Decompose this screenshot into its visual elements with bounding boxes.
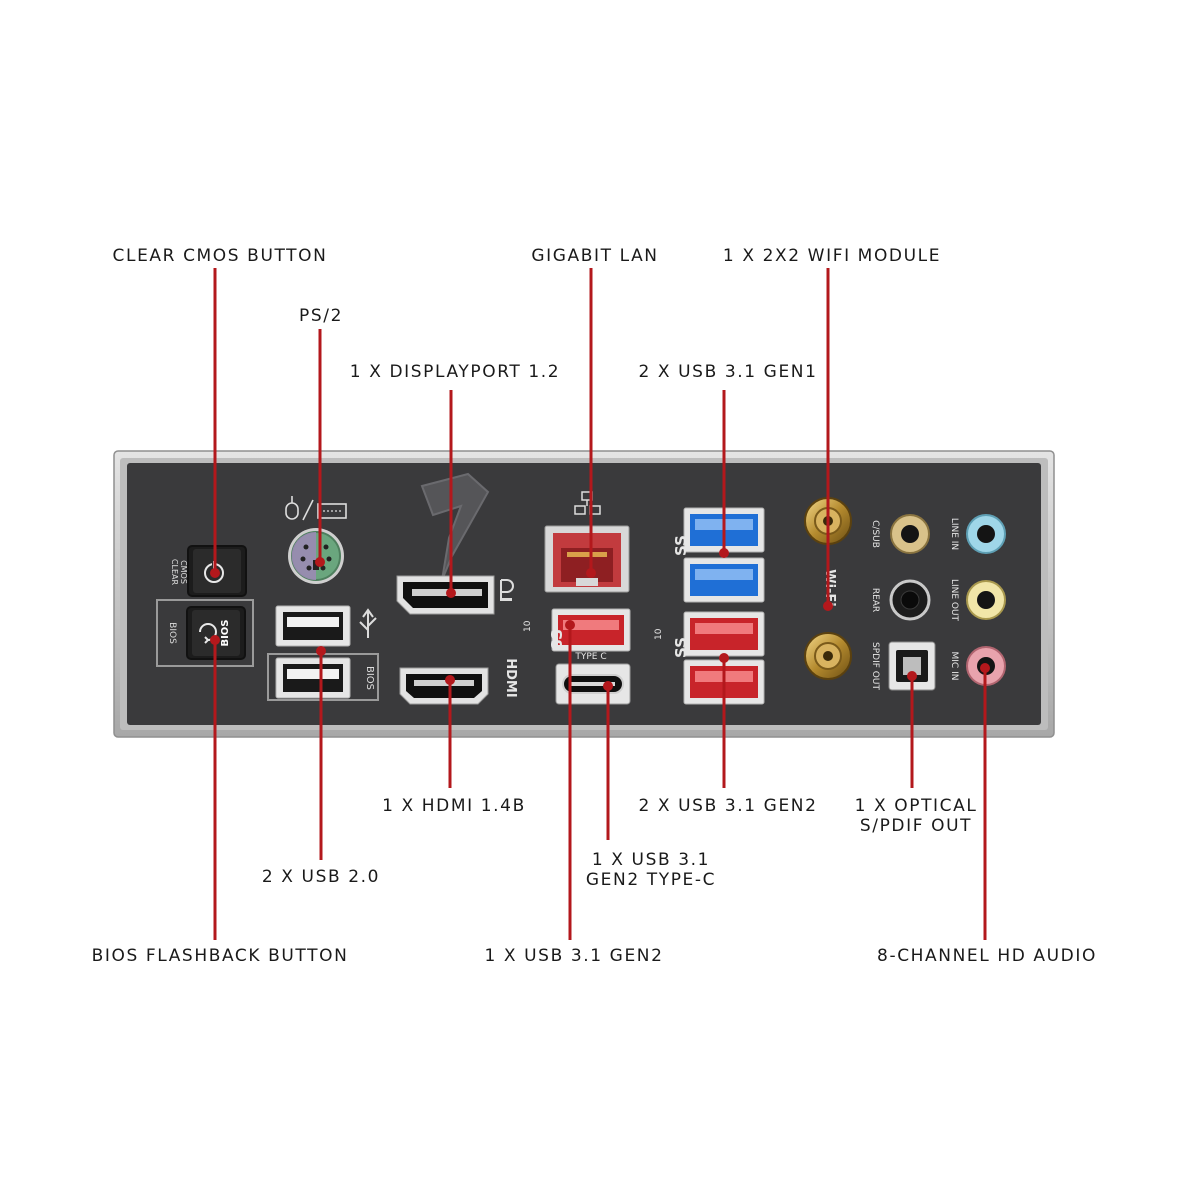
ss-10-typec: 10 (523, 620, 533, 632)
leader-dot-displayport (446, 588, 456, 598)
line-in-label: LINE IN (949, 518, 959, 550)
ss-logo-gen1: SS (672, 535, 690, 556)
label-hdmi: 1 X HDMI 1.4B (382, 796, 526, 816)
displayport-icon (500, 579, 514, 601)
clear-cmos-label-1: CLEAR (170, 559, 179, 586)
line-out-label: LINE OUT (949, 579, 959, 622)
label-usb31-gen2-pair: 2 X USB 3.1 GEN2 (638, 796, 818, 816)
wifi-antenna-connector-bottom[interactable] (804, 632, 852, 680)
label-hd-audio: 8-CHANNEL HD AUDIO (877, 946, 1097, 966)
label-usb31-gen1: 2 X USB 3.1 GEN1 (638, 362, 818, 382)
bios-usb-label: BIOS (364, 666, 375, 690)
label-usb20: 2 X USB 2.0 (261, 867, 381, 887)
usb-symbol-icon (359, 608, 377, 638)
displayport-port[interactable] (396, 575, 495, 615)
label-clear-cmos-button: CLEAR CMOS BUTTON (112, 246, 328, 266)
label-usb31-gen2-single: 1 X USB 3.1 GEN2 (484, 946, 664, 966)
ss-10-gen2: 10 (654, 628, 664, 640)
type-c-label: TYPE C (574, 652, 606, 662)
callout-lines (210, 268, 990, 940)
clear-cmos-label-2: CMOS (179, 560, 188, 584)
label-displayport: 1 X DISPLAYPORT 1.2 (349, 362, 561, 382)
ps2-icons (285, 496, 347, 521)
leader-dot-bios-flashback (210, 635, 220, 645)
audio-jack-line-in[interactable] (966, 514, 1006, 554)
leader-dot-clear-cmos (210, 568, 220, 578)
rog-logo (420, 472, 490, 581)
rear-label: REAR (870, 588, 880, 612)
leader-dot-wifi (823, 601, 833, 611)
hdmi-label: HDMI (503, 658, 518, 697)
label-ps2: PS/2 (299, 306, 343, 326)
leader-dot-hdmi (445, 675, 455, 685)
audio-jack-rear[interactable] (889, 579, 931, 621)
ss-logo-gen2: SS (672, 637, 690, 658)
bios-button-label: BIOS (220, 619, 231, 646)
audio-jack-line-out[interactable] (966, 580, 1006, 620)
label-optical-line2: S/PDIF OUT (859, 816, 973, 836)
hdmi-port[interactable] (399, 667, 489, 705)
label-type-c-line1: 1 X USB 3.1 (591, 850, 711, 870)
usb20-port-top[interactable] (275, 605, 351, 647)
label-type-c: 1 X USB 3.1 GEN2 TYPE-C (586, 850, 716, 890)
label-optical-line1: 1 X OPTICAL (854, 796, 978, 816)
leader-dot-ps2 (315, 557, 325, 567)
leader-dot-usb31-gen2-pair (719, 653, 729, 663)
c-sub-label: C/SUB (870, 520, 880, 548)
label-wifi-module: 1 X 2X2 WIFI MODULE (722, 246, 942, 266)
leader-dot-optical (907, 671, 917, 681)
leader-dot-usb31-gen2-single (565, 620, 575, 630)
usb31-gen2-port-1[interactable] (683, 611, 765, 657)
label-bios-flashback-button: BIOS FLASHBACK BUTTON (91, 946, 349, 966)
leader-dot-usb31-gen1 (719, 548, 729, 558)
leader-dot-usb20 (316, 646, 326, 656)
audio-jack-c-sub[interactable] (890, 514, 930, 554)
spdif-out-label: SPDIF OUT (870, 642, 880, 690)
mic-in-label: MIC IN (949, 652, 959, 681)
ps2-port[interactable] (288, 528, 344, 584)
label-optical-spdif: 1 X OPTICAL S/PDIF OUT (855, 796, 978, 836)
label-type-c-line2: GEN2 TYPE-C (585, 870, 717, 890)
usb31-gen1-port-2[interactable] (683, 557, 765, 603)
leader-dot-hd-audio (980, 663, 990, 673)
leader-dot-type-c (603, 681, 613, 691)
label-gigabit-lan: GIGABIT LAN (531, 246, 659, 266)
usb20-port-bios[interactable] (275, 657, 351, 699)
usb-type-c-port[interactable] (555, 663, 631, 705)
leader-dot-lan (586, 568, 596, 578)
bios-flashback-frame (156, 599, 254, 667)
ss-logo-typec: SS (548, 629, 566, 650)
bios-flashback-button[interactable] (186, 606, 246, 660)
bios-side-label: BIOS (167, 622, 177, 644)
gigabit-lan-port[interactable] (544, 525, 630, 593)
